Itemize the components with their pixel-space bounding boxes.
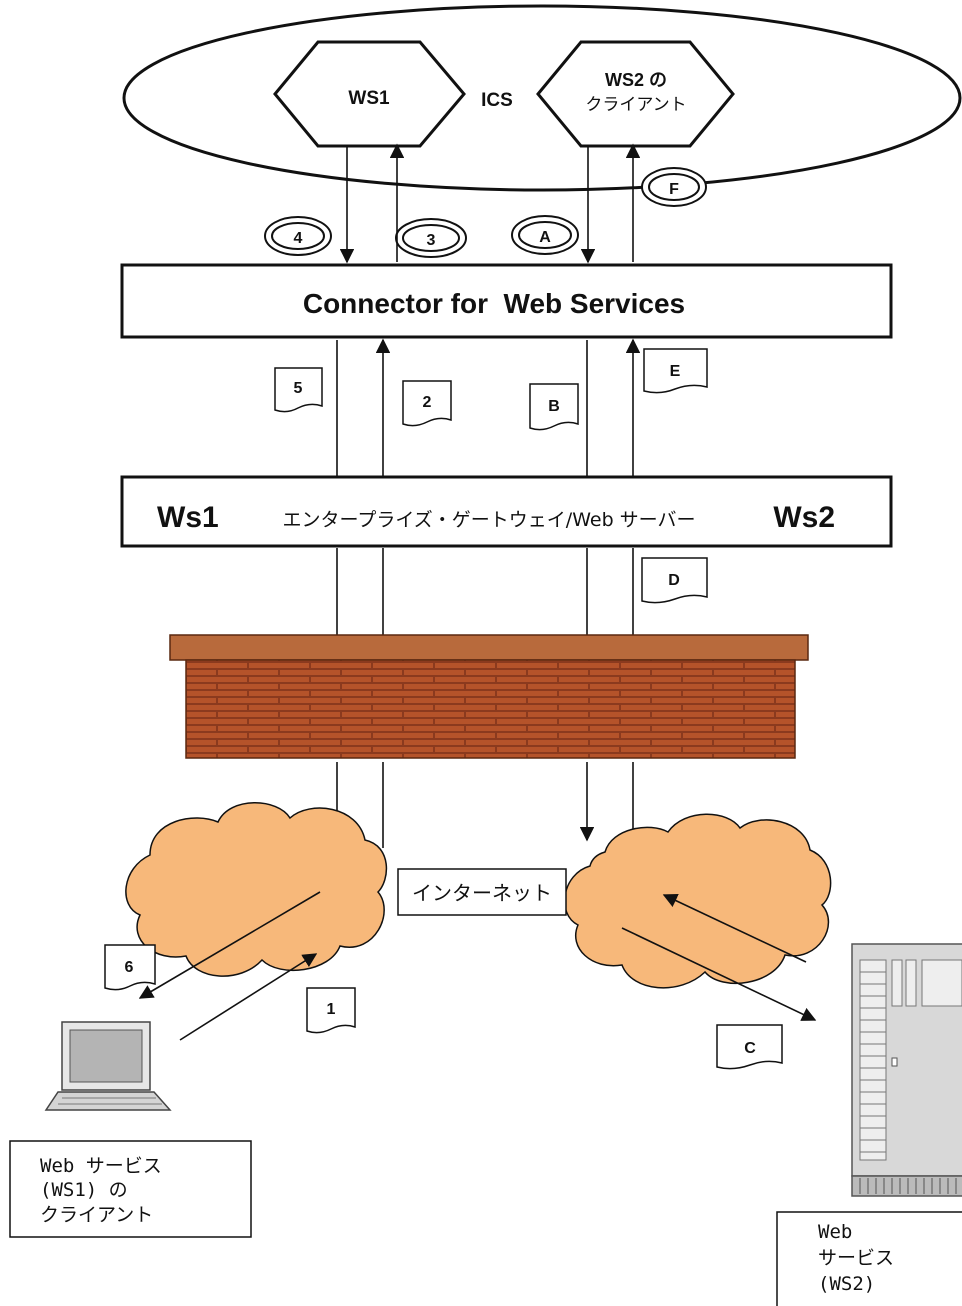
gateway-box: Ws1 エンタープライズ・ゲートウェイ/Web サーバー Ws2 bbox=[120, 475, 893, 548]
ws1-hexagon: WS1 bbox=[273, 40, 466, 148]
svg-text:F: F bbox=[669, 181, 679, 198]
step-f-badge: F bbox=[641, 167, 707, 207]
svg-text:C: C bbox=[744, 1040, 756, 1057]
svg-text:6: 6 bbox=[125, 959, 134, 976]
gateway-ws2-label: Ws2 bbox=[773, 501, 835, 534]
client-label-2: (WS1) の bbox=[40, 1179, 128, 1201]
svg-text:2: 2 bbox=[423, 394, 432, 411]
gateway-label: エンタープライズ・ゲートウェイ/Web サーバー bbox=[283, 509, 696, 531]
ws2-client-hexagon: WS2 の クライアント bbox=[536, 40, 735, 148]
doc-6-icon: 6 bbox=[104, 944, 156, 991]
client-label-1: Web サービス bbox=[40, 1155, 162, 1177]
step-3-badge: 3 bbox=[395, 218, 467, 258]
doc-1-icon: 1 bbox=[306, 987, 356, 1034]
doc-c-icon: C bbox=[716, 1024, 783, 1070]
svg-text:A: A bbox=[539, 229, 551, 246]
step-4-badge: 4 bbox=[264, 216, 332, 256]
svg-text:3: 3 bbox=[427, 232, 436, 249]
laptop-icon bbox=[44, 1021, 172, 1111]
doc-2-icon: 2 bbox=[402, 380, 452, 427]
server-icon bbox=[851, 943, 962, 1197]
connector-gateway-arrows bbox=[336, 338, 641, 476]
svg-text:D: D bbox=[668, 572, 680, 589]
internet-label: インターネット bbox=[412, 881, 552, 905]
firewall-icon bbox=[169, 634, 809, 759]
ics-label: ICS bbox=[481, 90, 513, 111]
svg-text:4: 4 bbox=[294, 230, 303, 247]
step-a-badge: A bbox=[511, 215, 579, 255]
internet-cloud-left bbox=[125, 802, 388, 977]
svg-text:B: B bbox=[548, 398, 560, 415]
server-label-box: Web サービス (WS2) bbox=[776, 1211, 962, 1306]
internet-cloud-right bbox=[563, 813, 832, 989]
server-label-1: Web bbox=[818, 1221, 852, 1243]
doc-5-icon: 5 bbox=[274, 367, 323, 413]
svg-text:1: 1 bbox=[327, 1001, 336, 1018]
ws1-label: WS1 bbox=[348, 88, 390, 109]
connector-label: Connector for Web Services bbox=[303, 288, 685, 319]
ws2-client-label-2: クライアント bbox=[585, 95, 686, 115]
firewall-internet-arrows bbox=[329, 762, 634, 848]
svg-text:5: 5 bbox=[294, 380, 303, 397]
internet-label-box: インターネット bbox=[397, 868, 567, 916]
client-label-box: Web サービス (WS1) の クライアント bbox=[9, 1140, 252, 1238]
client-server-arrows bbox=[138, 891, 817, 1041]
server-label-3: (WS2) bbox=[818, 1273, 875, 1295]
svg-text:E: E bbox=[670, 363, 681, 380]
client-label-3: クライアント bbox=[40, 1204, 153, 1226]
doc-d-icon: D bbox=[641, 557, 708, 604]
gateway-firewall-lines bbox=[336, 548, 634, 635]
connector-box: Connector for Web Services bbox=[120, 263, 893, 339]
doc-e-icon: E bbox=[643, 348, 708, 394]
doc-b-icon: B bbox=[529, 383, 579, 431]
ws2-client-label-1: WS2 の bbox=[605, 70, 667, 90]
gateway-ws1-label: Ws1 bbox=[157, 501, 219, 534]
ics-connector-arrows bbox=[339, 143, 641, 264]
server-label-2: サービス bbox=[818, 1247, 894, 1269]
